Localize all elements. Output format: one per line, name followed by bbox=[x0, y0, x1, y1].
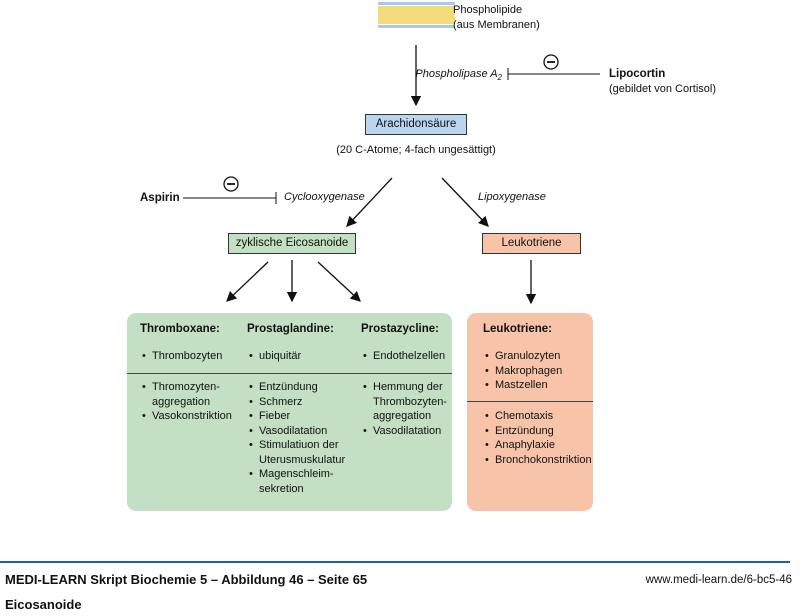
effects-list: EntzündungSchmerzFieberVasodilatationSti… bbox=[247, 380, 345, 496]
leukotriene-panel: Leukotriene: GranulozytenMakrophagenMast… bbox=[467, 313, 593, 511]
cyclooxygenase-label: Cyclooxygenase bbox=[284, 191, 365, 203]
cyclic-eicosanoids-panel: Thromboxane: ThrombozytenThromozyten- agg… bbox=[127, 313, 452, 511]
minus-circle-icon bbox=[223, 176, 239, 192]
list-item: Stimulatiuon der Uterusmuskulatur bbox=[247, 438, 345, 467]
list-item: Vasodilatation bbox=[361, 424, 447, 439]
list-item: Anaphylaxie bbox=[483, 438, 592, 453]
lipoxygenase-label: Lipoxygenase bbox=[478, 191, 546, 203]
lipocortin-label: Lipocortin bbox=[609, 68, 666, 80]
column-title: Prostazycline: bbox=[361, 323, 439, 335]
footer-subtitle: Eicosanoide bbox=[5, 597, 82, 612]
list-item: Endothelzellen bbox=[361, 349, 445, 364]
effects-list: Hemmung der Thrombozyten- aggregationVas… bbox=[361, 380, 447, 438]
column-2: Prostazycline: Endothelzellen bbox=[361, 323, 445, 364]
list-item: Makrophagen bbox=[483, 364, 562, 379]
membranen-label: (aus Membranen) bbox=[453, 19, 540, 31]
list-item: Vasodilatation bbox=[247, 424, 345, 439]
lipocortin-note: (gebildet von Cortisol) bbox=[609, 83, 716, 95]
column-0: Thromboxane: Thrombozyten bbox=[140, 323, 222, 364]
list-item: Vasokonstriktion bbox=[140, 409, 232, 424]
arrow-thromboxane bbox=[226, 261, 269, 302]
list-item: Schmerz bbox=[247, 395, 345, 410]
arachidonsaeure-box: Arachidonsäure bbox=[365, 114, 467, 135]
leukotriene-title: Leukotriene: bbox=[483, 323, 553, 335]
list-item: Thromozyten- aggregation bbox=[140, 380, 232, 409]
footer-url[interactable]: www.medi-learn.de/6-bc5-46 bbox=[645, 574, 792, 586]
arrow-prostazycline bbox=[317, 261, 361, 302]
leukotriene-box: Leukotriene bbox=[482, 233, 581, 254]
list-item: Granulozyten bbox=[483, 349, 562, 364]
membrane-icon bbox=[378, 2, 455, 28]
footer-title: MEDI-LEARN Skript Biochemie 5 – Abbildun… bbox=[5, 572, 368, 587]
list-item: Bronchokonstriktion bbox=[483, 453, 592, 468]
effects-list: Thromozyten- aggregationVasokonstriktion bbox=[140, 380, 232, 424]
arrow-lox bbox=[441, 177, 489, 227]
list-item: Magenschleim- sekretion bbox=[247, 467, 345, 496]
list-item: Entzündung bbox=[247, 380, 345, 395]
leukotriene-effects: ChemotaxisEntzündungAnaphylaxieBronchoko… bbox=[483, 409, 592, 467]
list-item: Chemotaxis bbox=[483, 409, 592, 424]
arrow-cox bbox=[346, 177, 393, 227]
arachidon-note: (20 C-Atome; 4-fach ungesättigt) bbox=[336, 144, 496, 156]
column-title: Prostaglandine: bbox=[247, 323, 334, 335]
minus-circle-icon bbox=[543, 54, 559, 70]
phospholipide-label: Phospholipide bbox=[453, 4, 523, 16]
list-item: ubiquitär bbox=[247, 349, 334, 364]
column-title: Thromboxane: bbox=[140, 323, 220, 335]
sources-list: Thrombozyten bbox=[140, 349, 222, 364]
sources-list: ubiquitär bbox=[247, 349, 334, 364]
aspirin-label: Aspirin bbox=[140, 192, 180, 204]
list-item: Entzündung bbox=[483, 424, 592, 439]
list-item: Thrombozyten bbox=[140, 349, 222, 364]
list-item: Mastzellen bbox=[483, 378, 562, 393]
leukotriene-sources: GranulozytenMakrophagenMastzellen bbox=[483, 349, 562, 393]
phospholipase-label: Phospholipase A2 bbox=[415, 68, 502, 83]
list-item: Fieber bbox=[247, 409, 345, 424]
list-item: Hemmung der Thrombozyten- aggregation bbox=[361, 380, 447, 424]
sources-list: Endothelzellen bbox=[361, 349, 445, 364]
column-1: Prostaglandine: ubiquitär bbox=[247, 323, 334, 364]
zyklische-eicosanoide-box: zyklische Eicosanoide bbox=[228, 233, 356, 254]
